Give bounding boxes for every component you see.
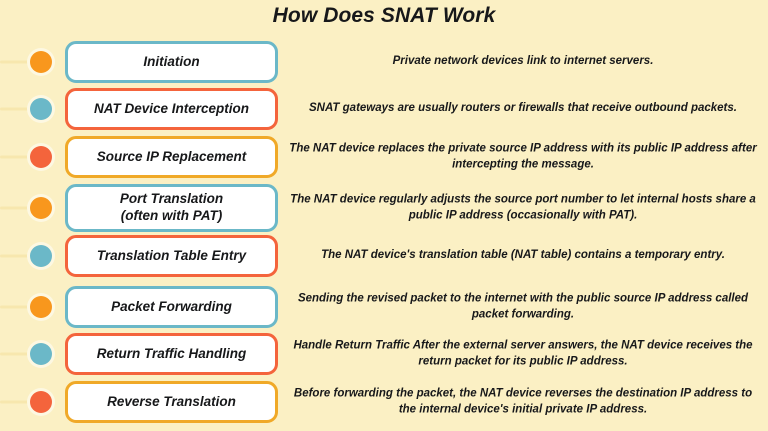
step-bullet-icon — [27, 242, 55, 270]
step-bullet-icon — [27, 143, 55, 171]
step-description: Handle Return Traffic After the external… — [293, 339, 753, 367]
step-label: Reverse Translation — [107, 393, 236, 409]
step-label: Return Traffic Handling — [96, 345, 247, 361]
step-bullet-icon — [27, 194, 55, 222]
step-label-box[interactable]: Translation Table Entry — [65, 235, 278, 277]
step-label-box[interactable]: Return Traffic Handling — [65, 333, 278, 375]
step-bullet-icon — [27, 340, 55, 368]
step-row: Initiation Private network devices link t… — [0, 41, 768, 83]
step-description: The NAT device's translation table (NAT … — [321, 249, 725, 262]
timeline-connector — [0, 305, 38, 309]
step-label: NAT Device Interception — [93, 100, 250, 116]
timeline-connector — [0, 400, 38, 404]
step-label-box[interactable]: NAT Device Interception — [65, 88, 278, 130]
timeline-connector — [0, 60, 38, 64]
timeline-connector — [0, 206, 38, 210]
steps-list: Initiation Private network devices link t… — [0, 39, 768, 429]
step-description: SNAT gateways are usually routers or fir… — [309, 102, 737, 115]
step-row: Packet Forwarding Sending the revised pac… — [0, 286, 768, 328]
step-bullet-icon — [27, 293, 55, 321]
step-bullet-icon — [27, 95, 55, 123]
step-bullet-dot — [30, 245, 52, 267]
timeline-connector — [0, 107, 38, 111]
step-bullet-icon — [27, 388, 55, 416]
step-bullet-icon — [27, 48, 55, 76]
timeline-connector — [0, 352, 38, 356]
step-bullet-dot — [30, 296, 52, 318]
step-bullet-dot — [30, 51, 52, 73]
step-row: Reverse Translation Before forwarding the… — [0, 381, 768, 423]
step-label: Initiation — [143, 53, 200, 69]
step-row: Translation Table Entry The NAT device's … — [0, 235, 768, 277]
timeline-connector — [0, 155, 38, 159]
step-row: Return Traffic Handling Handle Return Tra… — [0, 333, 768, 375]
step-description: Sending the revised packet to the intern… — [297, 292, 749, 320]
step-bullet-dot — [30, 146, 52, 168]
step-row: Source IP Replacement The NAT device repl… — [0, 136, 768, 178]
step-bullet-dot — [30, 343, 52, 365]
step-bullet-dot — [30, 391, 52, 413]
step-row: NAT Device Interception SNAT gateways are… — [0, 88, 768, 130]
step-label: Port Translation — [119, 191, 224, 207]
step-description: Before forwarding the packet, the NAT de… — [293, 387, 753, 415]
step-label-box[interactable]: Source IP Replacement — [65, 136, 278, 178]
step-label: Packet Forwarding — [111, 298, 232, 314]
step-label-box[interactable]: Reverse Translation — [65, 381, 278, 423]
timeline-connector — [0, 254, 38, 258]
step-label-box[interactable]: Initiation — [65, 41, 278, 83]
step-label-box[interactable]: Port Translation(often with PAT) — [65, 184, 278, 232]
step-description: The NAT device replaces the private sour… — [289, 142, 757, 170]
step-label: Source IP Replacement — [96, 148, 247, 164]
step-bullet-dot — [30, 98, 52, 120]
step-description: Private network devices link to internet… — [392, 55, 654, 68]
step-label-secondary: (often with PAT) — [120, 208, 223, 223]
step-description: The NAT device regularly adjusts the sou… — [290, 193, 756, 221]
step-label-box[interactable]: Packet Forwarding — [65, 286, 278, 328]
step-row: Port Translation(often with PAT) The NAT … — [0, 184, 768, 232]
step-bullet-dot — [30, 197, 52, 219]
page-title: How Does SNAT Work — [272, 4, 496, 27]
step-label: Translation Table Entry — [96, 247, 247, 263]
